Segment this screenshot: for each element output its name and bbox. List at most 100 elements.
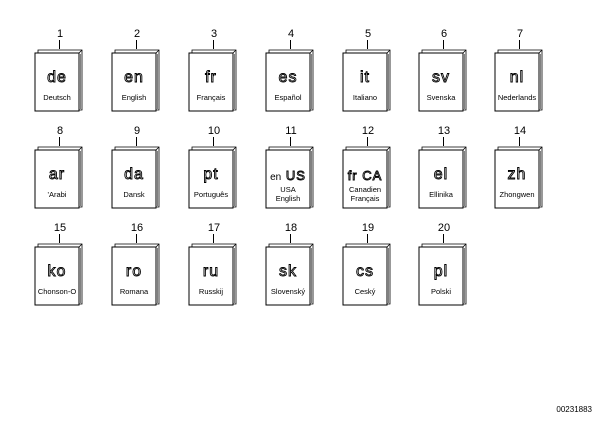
leader-line	[136, 234, 137, 243]
language-name: Dansk	[111, 190, 157, 200]
leader-line	[59, 137, 60, 146]
language-name-line: Dansk	[123, 190, 145, 199]
language-name-line: Slovenský	[270, 287, 306, 296]
book-icon	[418, 49, 467, 112]
item-number: 1	[56, 28, 64, 40]
book-icon	[494, 49, 543, 112]
language-name-line: Canadien	[348, 185, 382, 194]
book-icon	[418, 243, 467, 306]
language-name: Slovenský	[265, 287, 311, 297]
language-name-line: Ellinika	[429, 190, 453, 199]
book-icon	[265, 243, 314, 306]
leader-line	[59, 234, 60, 243]
book-icon	[34, 49, 83, 112]
language-name: Italiano	[342, 93, 388, 103]
book-icon	[342, 49, 391, 112]
language-code: pl	[433, 263, 449, 281]
book-icon	[494, 146, 543, 209]
book-icon	[342, 146, 391, 209]
leader-line	[519, 40, 520, 49]
language-code: el	[433, 166, 449, 184]
item-number: 18	[284, 222, 298, 234]
item-number: 17	[207, 222, 221, 234]
language-name-line: Português	[193, 190, 229, 199]
language-name: Polski	[418, 287, 464, 297]
language-code: cs	[356, 263, 374, 281]
language-code: ro	[125, 263, 143, 281]
leader-line	[443, 40, 444, 49]
leader-line	[290, 137, 291, 146]
item-number: 8	[56, 125, 64, 137]
language-code: ko	[47, 263, 67, 281]
language-name: Svenska	[418, 93, 464, 103]
book-icon	[188, 146, 237, 209]
language-name-line: Deutsch	[43, 93, 71, 102]
leader-line	[367, 234, 368, 243]
language-name-line: Svenska	[426, 93, 456, 102]
language-code: de	[47, 69, 67, 87]
language-name-line: Chonson-O	[37, 287, 77, 296]
reference-number: 00231883	[556, 405, 592, 414]
language-name-line: English	[121, 93, 147, 102]
language-name-line: Zhongwen	[499, 190, 535, 199]
book-icon	[188, 49, 237, 112]
language-name: English	[111, 93, 157, 103]
leader-line	[519, 137, 520, 146]
language-name: Chonson-O	[34, 287, 80, 297]
item-number: 4	[287, 28, 295, 40]
item-number: 14	[513, 125, 527, 137]
book-icon	[34, 243, 83, 306]
language-name: Ceský	[342, 287, 388, 297]
language-code: it	[360, 69, 370, 87]
leader-line	[59, 40, 60, 49]
item-number: 19	[361, 222, 375, 234]
language-code: da	[124, 166, 144, 184]
book-icon	[418, 146, 467, 209]
language-name-line: Français	[350, 193, 380, 203]
language-name: Ellinika	[418, 190, 464, 200]
item-number: 10	[207, 125, 221, 137]
leader-line	[290, 40, 291, 49]
language-name-line: 'Arabi	[47, 190, 67, 199]
language-code: es	[278, 69, 298, 87]
language-code: fr CA	[347, 168, 383, 184]
item-number: 16	[130, 222, 144, 234]
language-name: Russkij	[188, 287, 234, 297]
language-name: Português	[188, 190, 234, 200]
language-code: zh	[507, 166, 527, 184]
language-name-line: USA	[280, 185, 296, 194]
language-name-line: Français	[196, 93, 226, 102]
language-code: fr	[205, 69, 217, 87]
leader-line	[367, 40, 368, 49]
item-number: 5	[364, 28, 372, 40]
leader-line	[136, 137, 137, 146]
